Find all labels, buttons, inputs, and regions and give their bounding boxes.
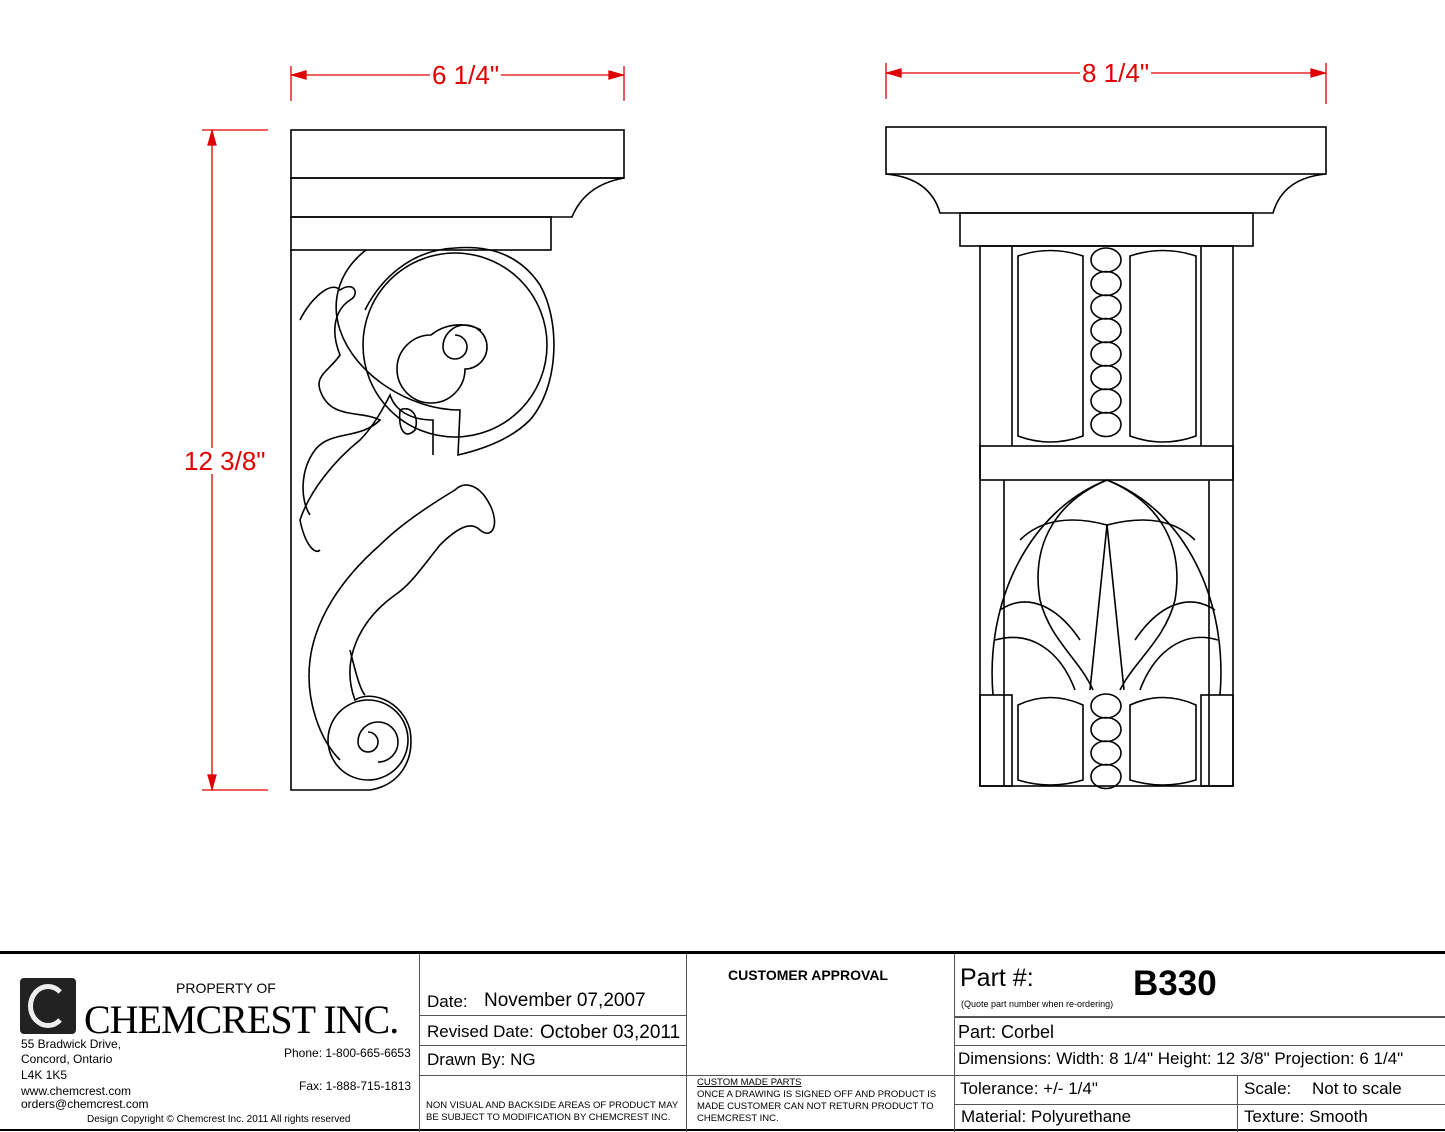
postal-code: L4K 1K5 <box>21 1068 68 1082</box>
material: Material: Polyurethane <box>961 1107 1132 1126</box>
part-number-label: Part #: <box>960 964 1034 992</box>
bead <box>1090 294 1122 320</box>
non-visual-note-2: BE SUBJECT TO MODIFICATION BY CHEMCREST … <box>426 1112 671 1123</box>
email-link[interactable]: orders@chemcrest.com <box>21 1097 149 1111</box>
bead <box>1090 388 1122 414</box>
bead <box>1090 693 1122 719</box>
tolerance: Tolerance: +/- 1/4" <box>960 1079 1098 1098</box>
address-line-2: Concord, Ontario <box>21 1052 113 1066</box>
quote-note: (Quote part number when re-ordering) <box>961 999 1114 1009</box>
height-dimension: 12 3/8" <box>182 446 268 476</box>
part-dimensions: Dimensions: Width: 8 1/4" Height: 12 3/8… <box>958 1049 1404 1068</box>
date-value: November 07,2007 <box>484 990 646 1011</box>
bead <box>1090 270 1122 297</box>
bead <box>1090 411 1122 438</box>
revised-date-value: October 03,2011 <box>540 1022 681 1043</box>
part-name: Part: Corbel <box>958 1022 1055 1042</box>
customer-signature-area[interactable] <box>690 989 950 1071</box>
custom-parts-line-2: MADE CUSTOMER CAN NOT RETURN PRODUCT TO <box>697 1101 934 1112</box>
bead <box>1090 317 1122 344</box>
custom-parts-line-1: ONCE A DRAWING IS SIGNED OFF AND PRODUCT… <box>697 1089 937 1100</box>
scale-value: Not to scale <box>1312 1079 1402 1098</box>
drawn-by: Drawn By: NG <box>427 1050 536 1069</box>
part-number: B330 <box>1133 964 1217 1003</box>
bead <box>1090 341 1122 367</box>
company-name: CHEMCREST INC. <box>84 997 399 1042</box>
front-view <box>885 126 1327 790</box>
custom-parts-line-3: CHEMCREST INC. <box>697 1113 779 1124</box>
non-visual-note-1: NON VISUAL AND BACKSIDE AREAS OF PRODUCT… <box>426 1100 679 1111</box>
bead <box>1090 716 1122 743</box>
technical-drawing <box>202 63 1328 792</box>
customer-approval-title: CUSTOMER APPROVAL <box>728 967 888 983</box>
property-of-label: PROPERTY OF <box>176 980 276 996</box>
side-view <box>290 129 625 791</box>
title-block: PROPERTY OF CHEMCREST INC. 55 Bradwick D… <box>0 951 1445 1132</box>
website-link[interactable]: www.chemcrest.com <box>21 1084 132 1098</box>
phone-number: Phone: 1-800-665-6653 <box>284 1046 411 1060</box>
bead <box>1090 364 1122 391</box>
scale-label: Scale: <box>1244 1079 1292 1098</box>
bead <box>1090 740 1122 766</box>
company-logo <box>20 978 76 1034</box>
revised-date-label: Revised Date: <box>427 1022 534 1041</box>
front-width-dimension: 8 1/4" <box>1080 58 1152 88</box>
copyright-text: Design Copyright © Chemcrest Inc. 2011 A… <box>87 1114 351 1125</box>
address-line-1: 55 Bradwick Drive, <box>21 1037 122 1051</box>
texture: Texture: Smooth <box>1244 1107 1368 1126</box>
custom-parts-heading: CUSTOM MADE PARTS <box>697 1077 802 1088</box>
side-width-dimension: 6 1/4" <box>430 60 502 90</box>
bead <box>1090 763 1122 790</box>
fax-number: Fax: 1-888-715-1813 <box>299 1079 412 1093</box>
date-label: Date: <box>427 992 468 1011</box>
bead <box>1090 247 1122 273</box>
